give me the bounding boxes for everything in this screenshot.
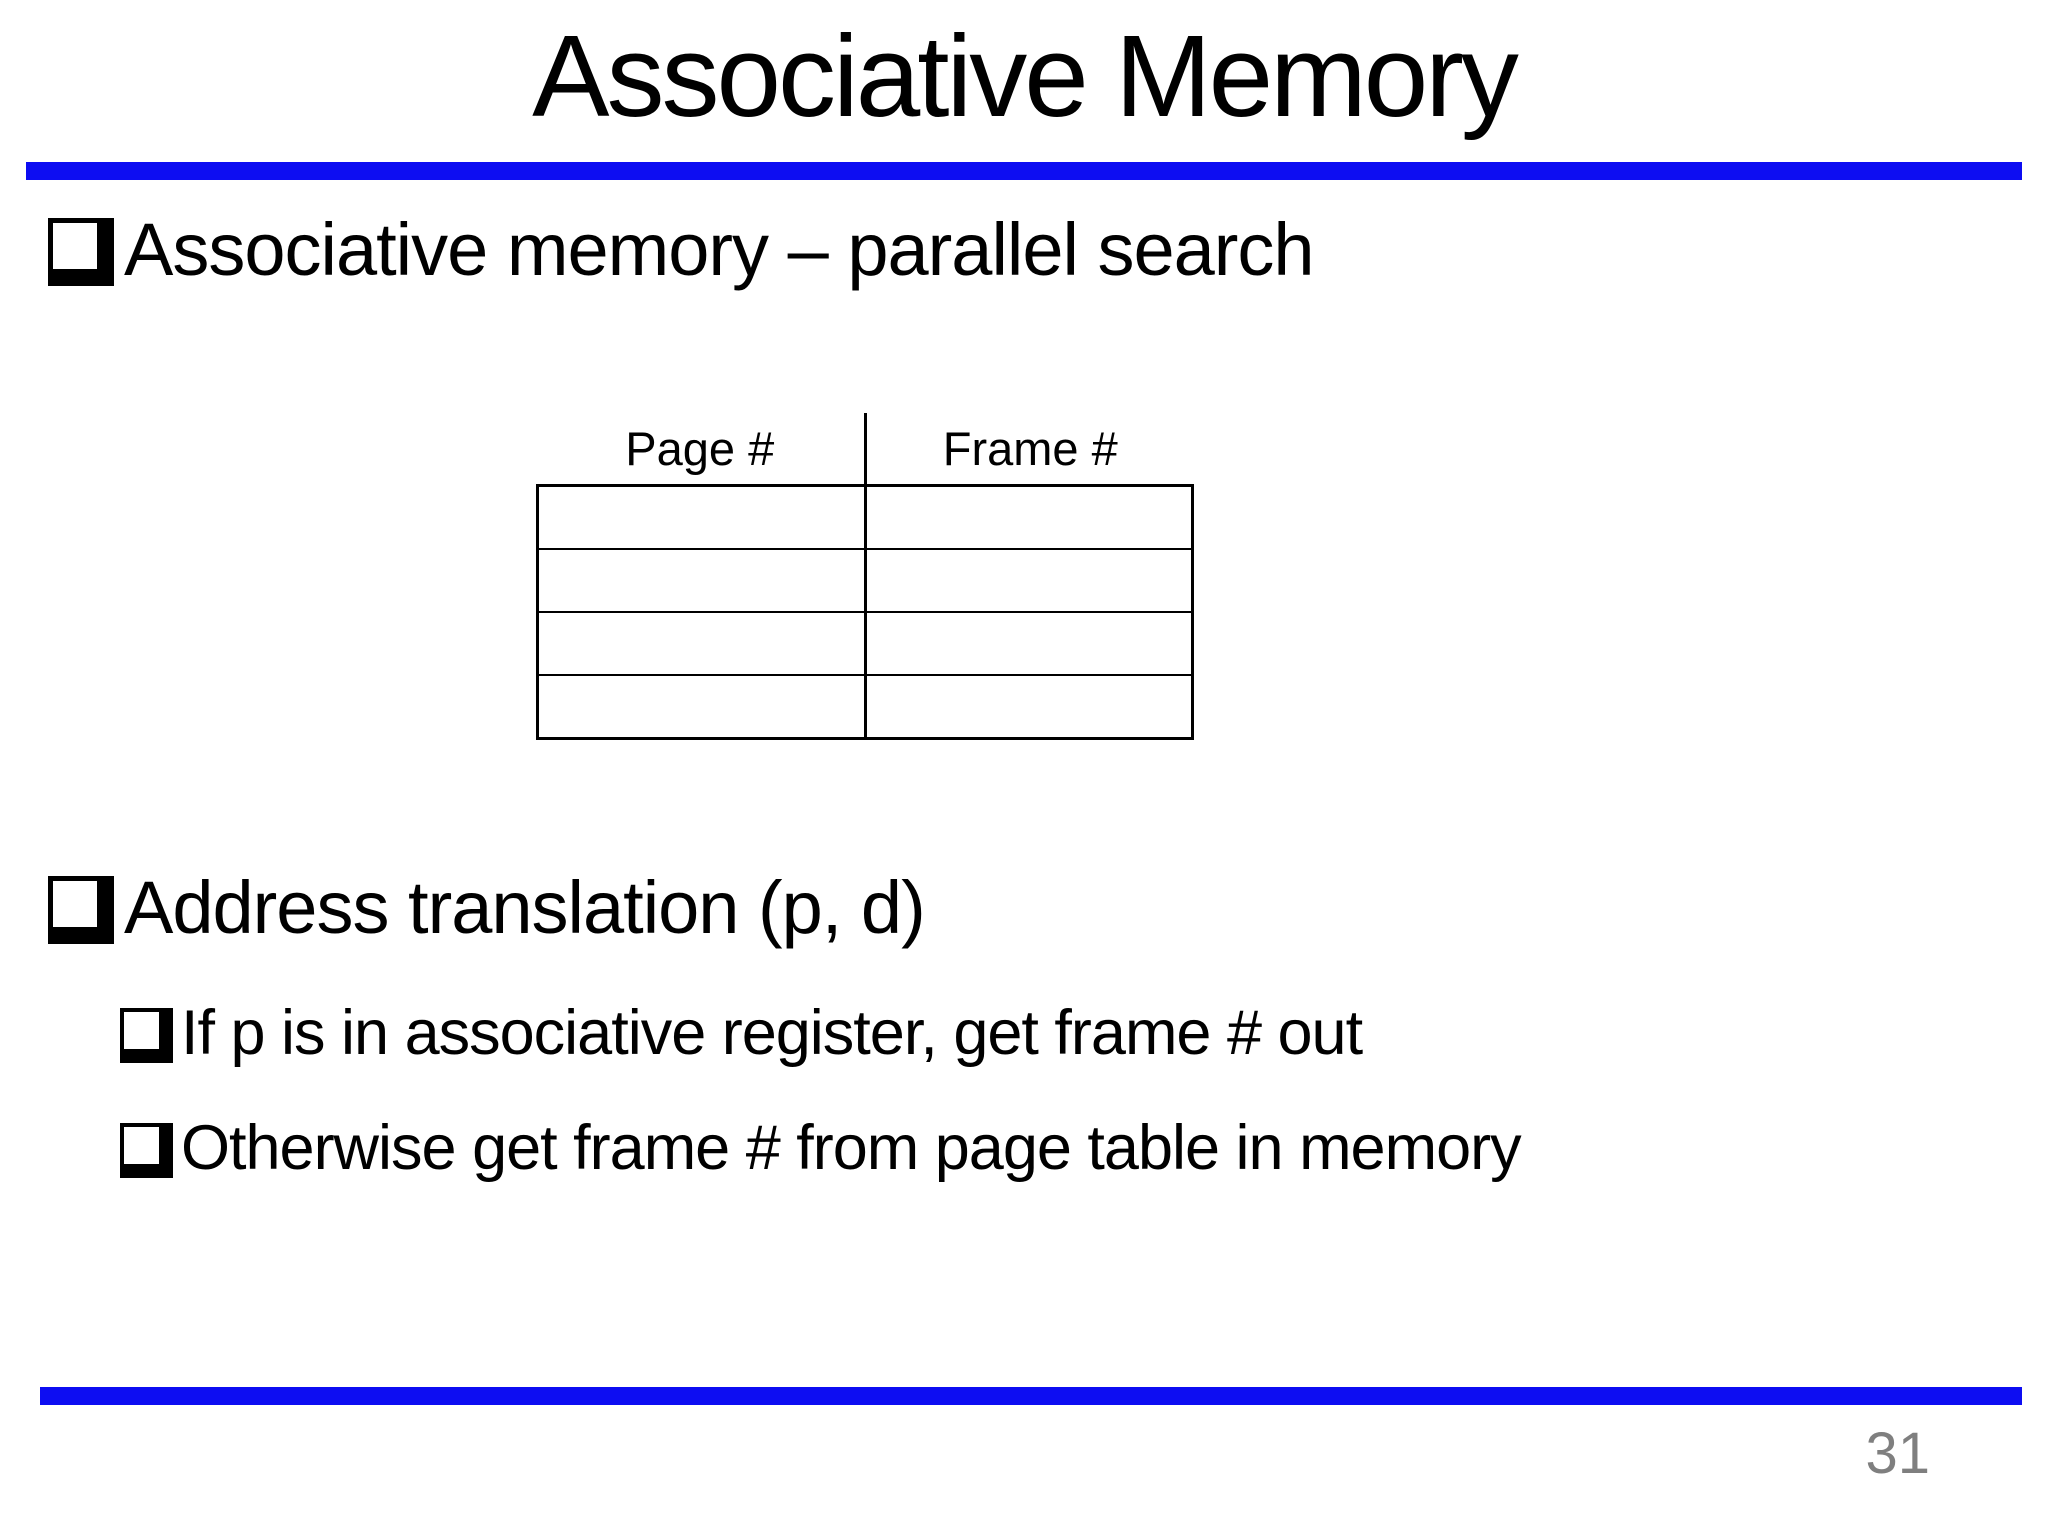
checkbox-bullet-icon bbox=[48, 876, 114, 945]
table-row bbox=[539, 611, 1191, 674]
table-cell bbox=[867, 613, 1192, 674]
bullet-text: Associative memory – parallel search bbox=[124, 208, 1315, 291]
table-header-frame: Frame # bbox=[942, 422, 1118, 475]
bullet-address-translation: Address translation (p, d) bbox=[48, 864, 926, 953]
table-header-row: Page # Frame # bbox=[536, 413, 1194, 484]
checkbox-bullet-icon bbox=[48, 218, 114, 287]
table-header-page: Page # bbox=[536, 413, 867, 484]
table-cell bbox=[539, 550, 867, 611]
table-row bbox=[539, 674, 1191, 737]
table-cell bbox=[867, 676, 1192, 737]
sub-bullet-associative-register: If p is in associative register, get fra… bbox=[120, 996, 1363, 1072]
page-number: 31 bbox=[1865, 1421, 1930, 1486]
table-cell bbox=[867, 550, 1192, 611]
slide-title: Associative Memory bbox=[532, 11, 1519, 141]
checkbox-bullet-icon bbox=[120, 1123, 173, 1179]
sub-bullet-text: If p is in associative register, get fra… bbox=[181, 998, 1363, 1068]
footer-divider-rule bbox=[40, 1387, 2022, 1405]
table-cell bbox=[539, 487, 867, 548]
bullet-text: Address translation (p, d) bbox=[124, 866, 926, 949]
sub-bullet-text: Otherwise get frame # from page table in… bbox=[181, 1113, 1522, 1183]
table-body bbox=[536, 484, 1194, 740]
table-cell bbox=[539, 676, 867, 737]
checkbox-bullet-icon bbox=[120, 1008, 173, 1064]
table-cell bbox=[867, 487, 1192, 548]
table-cell bbox=[539, 613, 867, 674]
table-row bbox=[539, 487, 1191, 548]
title-divider-rule bbox=[26, 162, 2022, 180]
bullet-associative-memory: Associative memory – parallel search bbox=[48, 206, 1315, 295]
associative-memory-table: Page # Frame # bbox=[536, 413, 1194, 740]
sub-bullet-page-table: Otherwise get frame # from page table in… bbox=[120, 1111, 1522, 1187]
table-row bbox=[539, 548, 1191, 611]
